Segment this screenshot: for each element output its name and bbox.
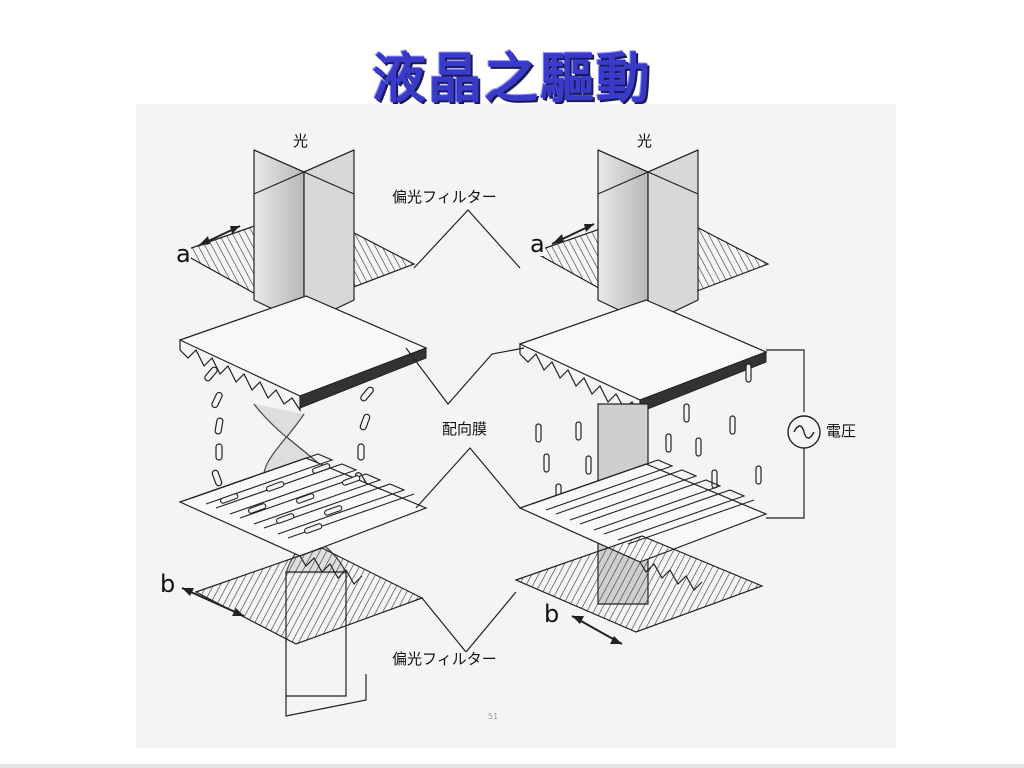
voltage-label: 電圧 [826,422,857,440]
lcd-driving-diagram: 光 光 偏光フィルター 配向膜 電圧 偏光フィルター a a b b [136,104,896,748]
page-number: 51 [488,712,499,721]
right-light-beam [597,149,649,325]
leader-lines [405,209,525,653]
right-assembly [514,149,821,645]
axis-a-label-right: a [530,230,545,258]
light-label-left: 光 [293,132,309,150]
alignment-film-label: 配向膜 [442,420,488,438]
polarizer-filter-label-bottom: 偏光フィルター [392,650,497,668]
axis-b-label-left: b [160,570,176,598]
slide-title: 液晶之驅動 [372,46,652,110]
right-top-glass [518,299,768,401]
left-assembly [178,149,428,717]
right-bottom-polarizer [514,535,764,633]
diagram-drawing [178,149,821,717]
axis-a-label-left: a [176,240,191,268]
bottom-rule [0,764,1024,768]
left-bottom-polarizer [194,547,424,645]
left-light-beam [253,149,305,325]
light-label-right: 光 [637,132,653,150]
left-top-glass [178,295,428,397]
axis-b-label-right: b [544,600,560,628]
voltage-wire [766,349,805,412]
polarizer-filter-label-top: 偏光フィルター [392,188,497,206]
